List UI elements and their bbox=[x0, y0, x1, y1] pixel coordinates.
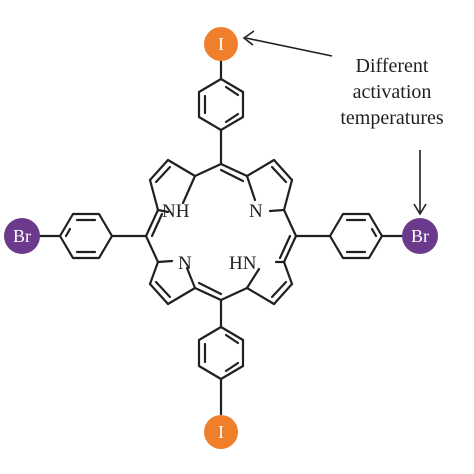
atom-label-nh: NH bbox=[162, 201, 190, 222]
bottom-phenyl-ring bbox=[197, 325, 245, 381]
porphyrin-core bbox=[144, 158, 298, 306]
iodine-label-bottom: I bbox=[218, 422, 224, 442]
bromine-label-left: Br bbox=[13, 226, 31, 246]
iodine-badge-top: I bbox=[204, 27, 238, 61]
atom-label-hn: HN bbox=[229, 253, 257, 274]
bromine-label-right: Br bbox=[411, 226, 429, 246]
arrow-to-iodine bbox=[242, 30, 333, 57]
atom-label-n-upper: N bbox=[249, 201, 263, 222]
bromine-badge-left: Br bbox=[4, 218, 40, 254]
top-phenyl-ring bbox=[197, 77, 245, 132]
annotation-line-1: Different bbox=[356, 55, 429, 77]
right-phenyl-ring bbox=[328, 212, 384, 260]
annotation-line-2: activation bbox=[353, 81, 432, 103]
left-phenyl-ring bbox=[58, 212, 114, 260]
annotation-line-3: temperatures bbox=[340, 107, 443, 129]
bromine-badge-right: Br bbox=[402, 218, 438, 254]
atom-label-n-lower: N bbox=[178, 253, 192, 274]
iodine-badge-bottom: I bbox=[204, 415, 238, 449]
iodine-label-top: I bbox=[218, 34, 224, 54]
arrow-to-bromine bbox=[413, 150, 427, 216]
